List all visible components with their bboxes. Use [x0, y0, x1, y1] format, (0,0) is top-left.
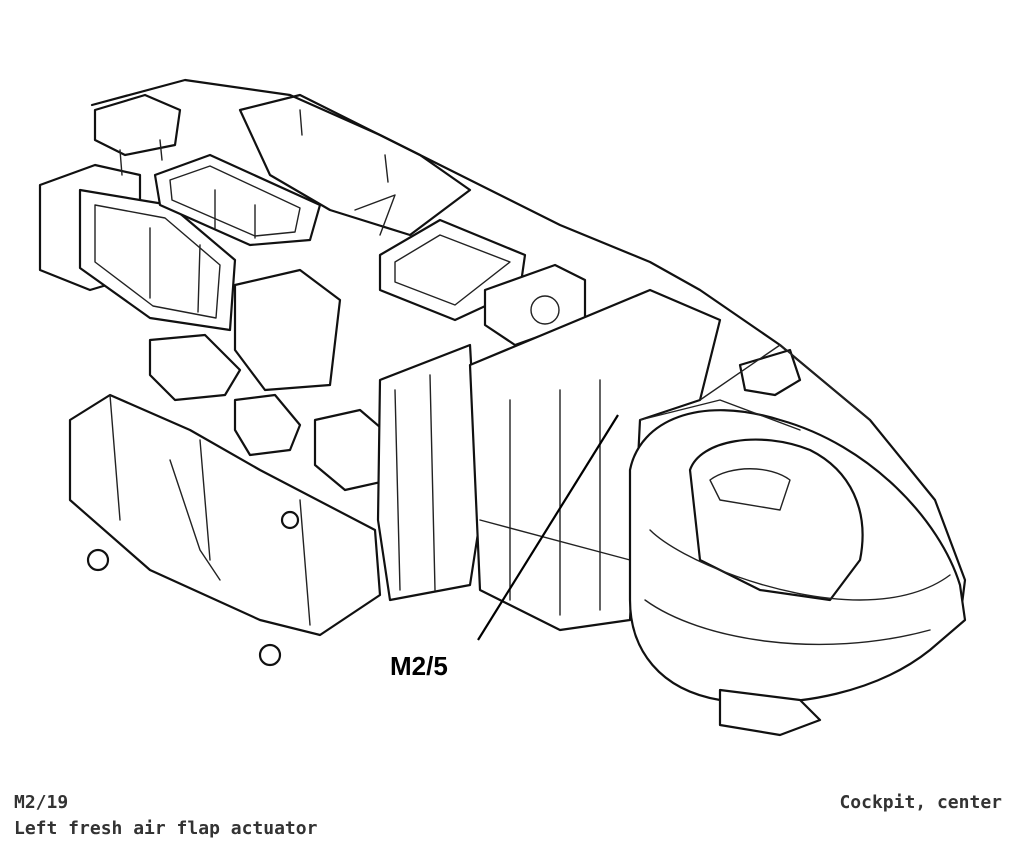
component-description: Left fresh air flap actuator: [14, 818, 318, 839]
component-location: Cockpit, center: [839, 792, 1002, 813]
callout-label: M2/5: [390, 651, 448, 681]
hvac-housing-drawing: [38, 78, 967, 737]
component-code: M2/19: [14, 792, 69, 813]
callout-leader-line: [477, 414, 619, 641]
caption-footer: M2/19 Left fresh air flap actuator Cockp…: [0, 780, 1010, 850]
hvac-unit-diagram: M2/5: [38, 78, 967, 737]
